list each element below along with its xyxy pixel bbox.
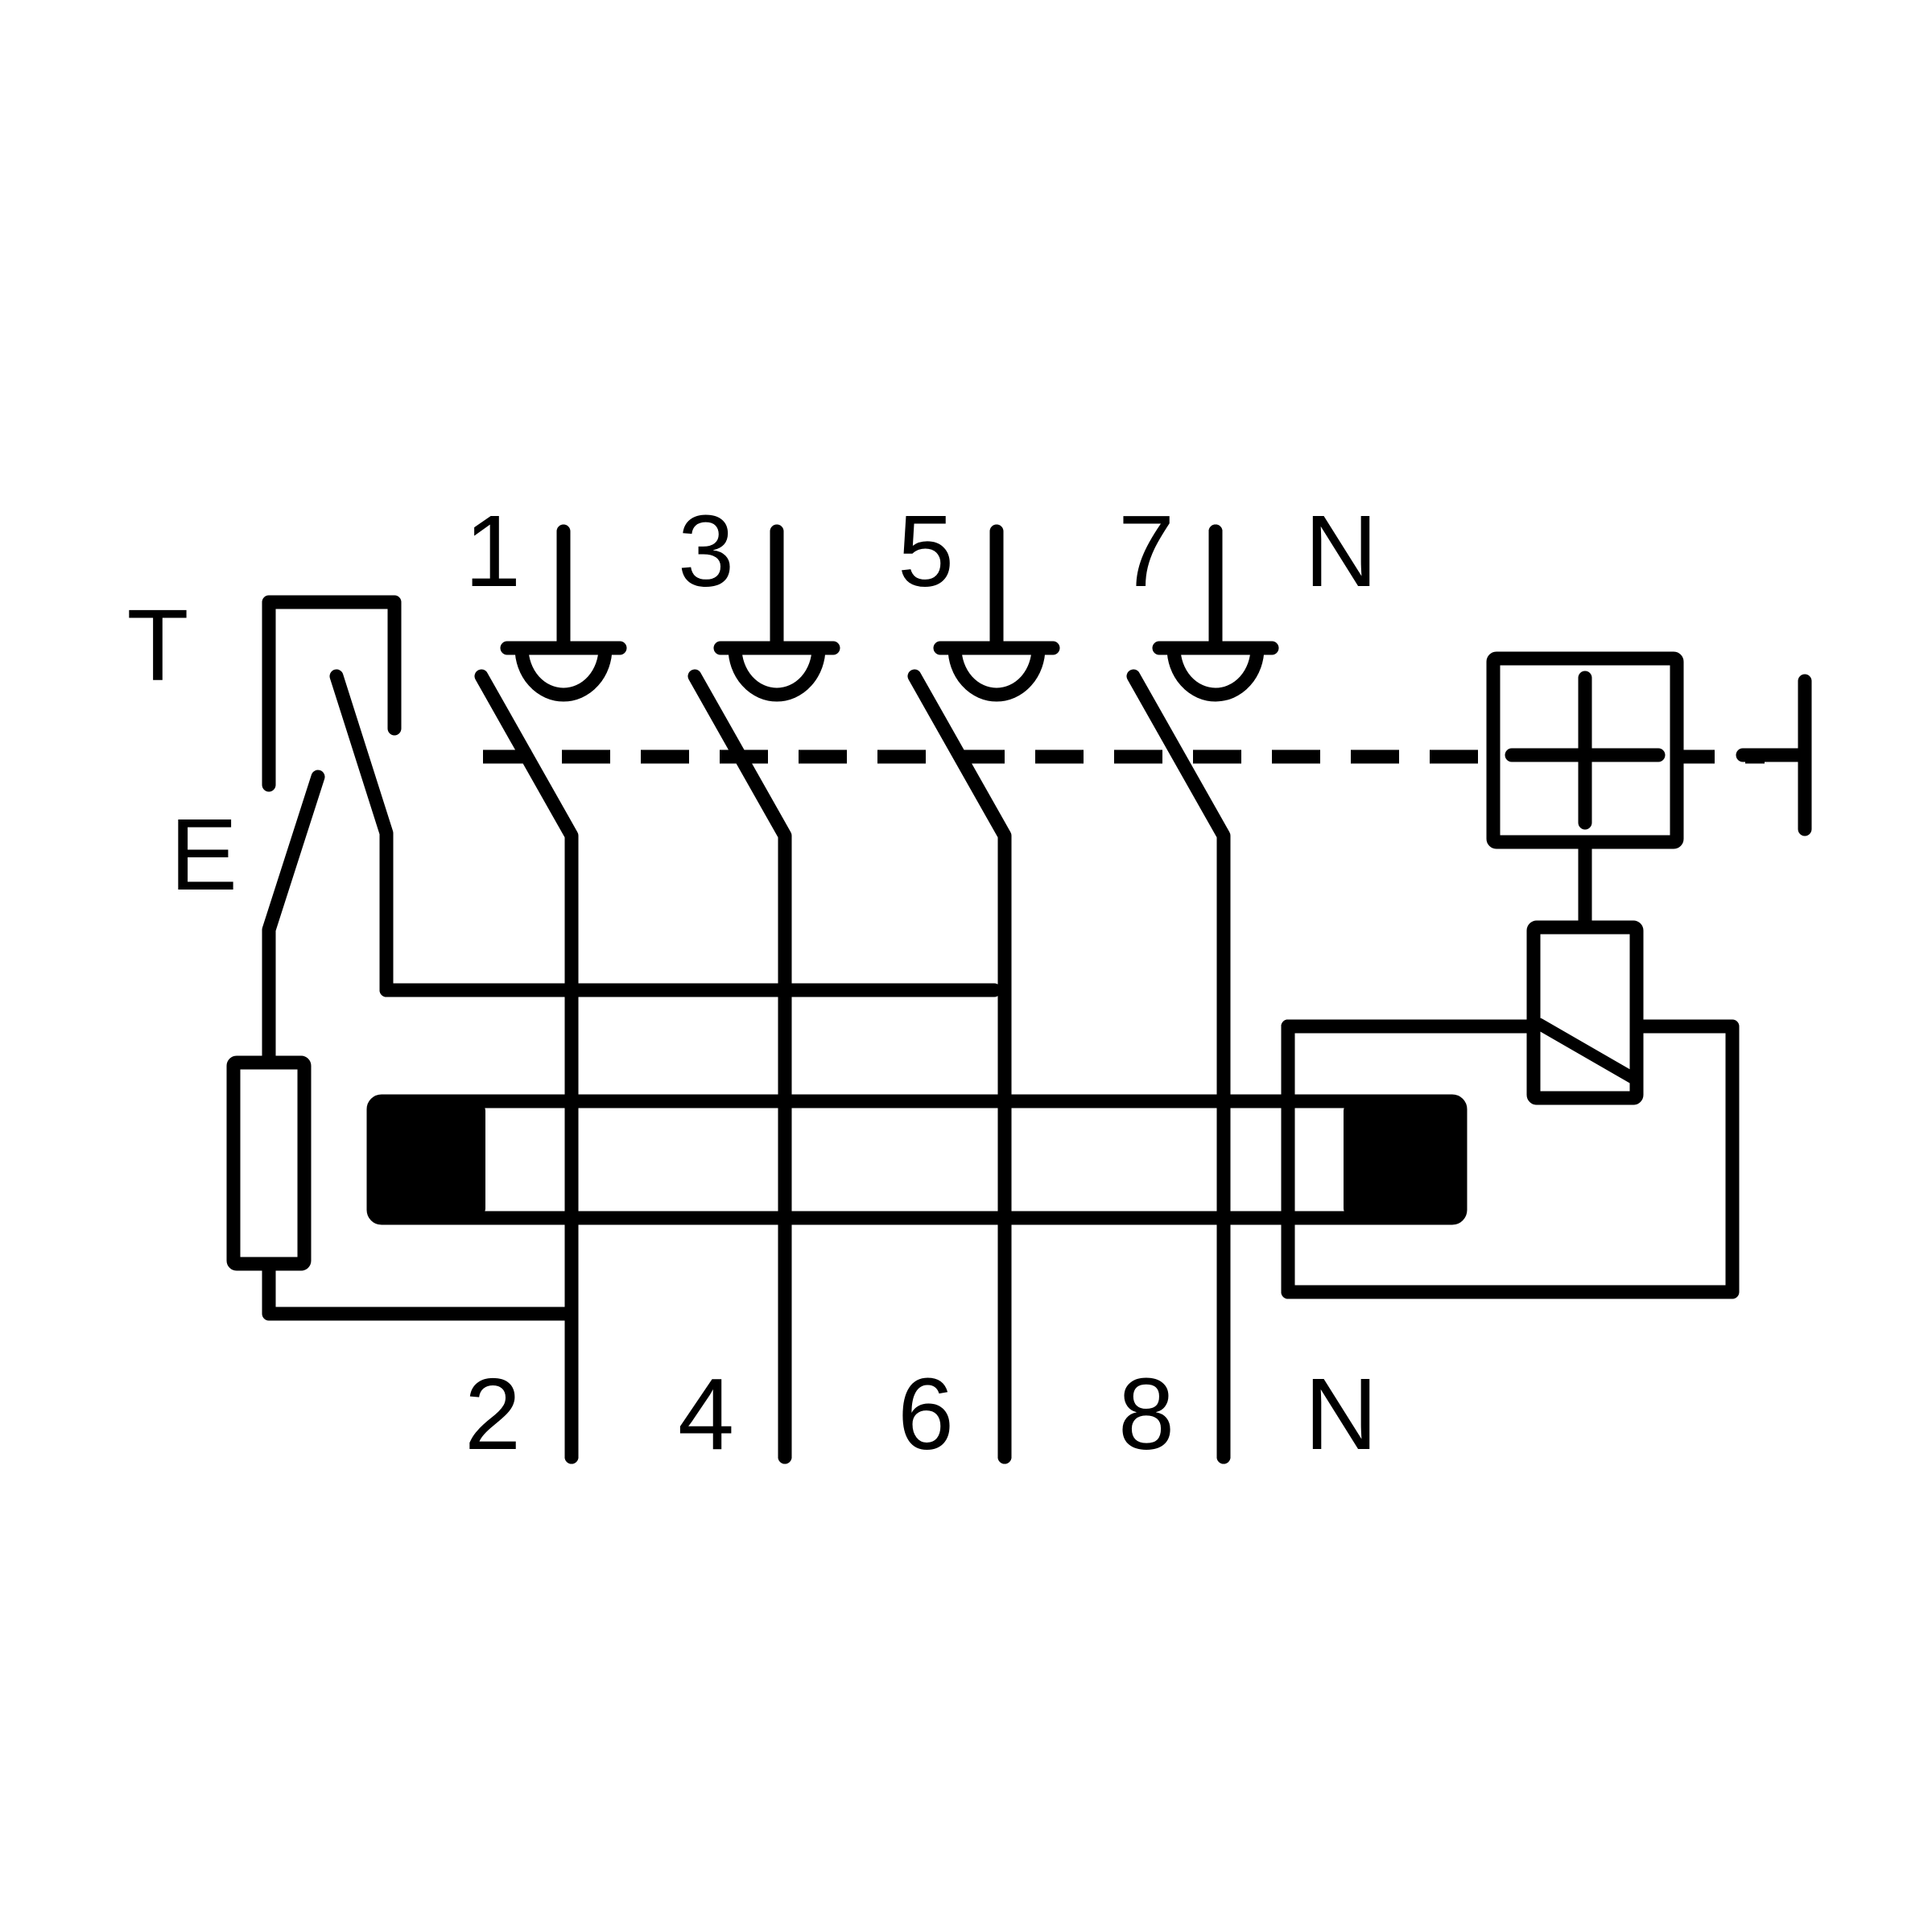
terminal-icon-1: [500, 524, 627, 702]
terminal-label-3: 3: [678, 494, 734, 608]
switch-contact-pole-3: [687, 669, 792, 1464]
amplifier-icon: [1526, 920, 1644, 1105]
switch-contact-pole-1: [474, 669, 579, 1464]
terminal-label-6: 6: [898, 1357, 954, 1471]
terminal-icon-5: [933, 524, 1060, 702]
test-resistor: [226, 1055, 312, 1271]
terminal-label-2: 2: [464, 1357, 521, 1471]
test-switch-blade: [262, 770, 325, 1078]
toroid-core-icon: [366, 1094, 1468, 1225]
test-loop-bracket: [262, 595, 402, 792]
switch-contact-pole-5: [907, 669, 1012, 1464]
test-button-contact: [329, 669, 1001, 997]
terminal-label-n-top: N: [1305, 494, 1378, 608]
test-terminal-label: T: [127, 588, 189, 702]
terminal-label-7: 7: [1118, 494, 1174, 608]
terminal-label-5: 5: [898, 494, 954, 608]
trip-coil-icon: [1486, 651, 1684, 849]
switch-contact-pole-7: [1126, 669, 1231, 1464]
terminal-label-n-bottom: N: [1305, 1357, 1378, 1471]
terminal-label-1: 1: [464, 494, 521, 608]
terminal-label-4: 4: [678, 1357, 734, 1471]
terminal-icon-3: [713, 524, 840, 702]
mechanical-stop-icon: [1736, 674, 1812, 836]
terminal-label-8: 8: [1118, 1357, 1174, 1471]
earth-terminal-label: E: [170, 798, 237, 911]
test-return-wire: [262, 1257, 579, 1321]
